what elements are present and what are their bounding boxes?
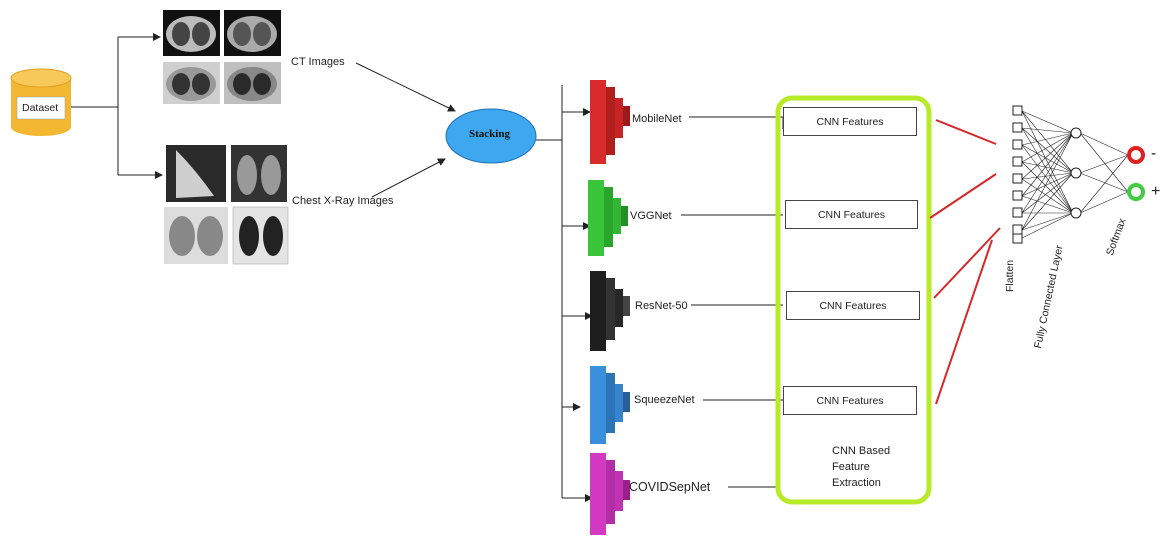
mobilenet-model-icon [590,80,630,164]
model-label-resnet: ResNet-50 [635,300,688,312]
softmax-output-nodes [1127,146,1145,201]
dataset-connectors [71,33,163,179]
model-label-covidsepnet: COVIDSepNet [629,480,711,494]
feature-extraction-panel [775,95,932,505]
model-label-vggnet: VGGNet [630,210,672,222]
feature-extraction-caption-line-3: Extraction [832,477,881,489]
feature-extraction-caption-line-2: Feature [832,461,870,473]
feature-extraction-caption: CNN Based Feature Extraction [832,443,890,491]
squeezenet-model-icon [590,366,630,444]
model-label-mobilenet: MobileNet [632,113,682,125]
stacking-label: Stacking [469,128,510,140]
cnn-features-box-resnet: CNN Features [786,291,920,320]
feature-extraction-caption-line-1: CNN Based [832,445,891,457]
ct-images-label: CT Images [291,56,345,68]
dataset-label: Dataset [22,102,59,114]
model-label-squeezenet: SqueezeNet [634,394,695,406]
cnn-features-box-vggnet: CNN Features [785,200,918,229]
cnn-features-box-squeezenet: CNN Features [783,386,917,415]
positive-sign: + [1151,183,1161,200]
input-to-stacking-arrows [355,62,456,198]
covidsepnet-model-icon [590,453,630,535]
vggnet-model-icon [588,180,628,256]
ct-images [163,10,281,104]
negative-sign: - [1151,145,1157,162]
nn-connections [1021,110,1129,239]
dataset-cylinder-icon [10,68,72,136]
negative-output-node [1127,146,1145,164]
model-bus [536,85,593,502]
cnn-features-box-mobilenet: CNN Features [783,107,917,136]
xray-images [164,145,289,265]
positive-output-node [1127,183,1145,201]
fully-connected-layer [1070,127,1082,219]
model-feature-connectors [681,116,784,488]
feature-to-flatten-lines [929,119,1001,405]
flatten-label: Flatten [1004,259,1016,292]
stacking-node [445,108,537,164]
flatten-layer [1012,105,1023,244]
resnet-model-icon [590,271,630,351]
xray-images-label: Chest X-Ray Images [292,195,394,207]
